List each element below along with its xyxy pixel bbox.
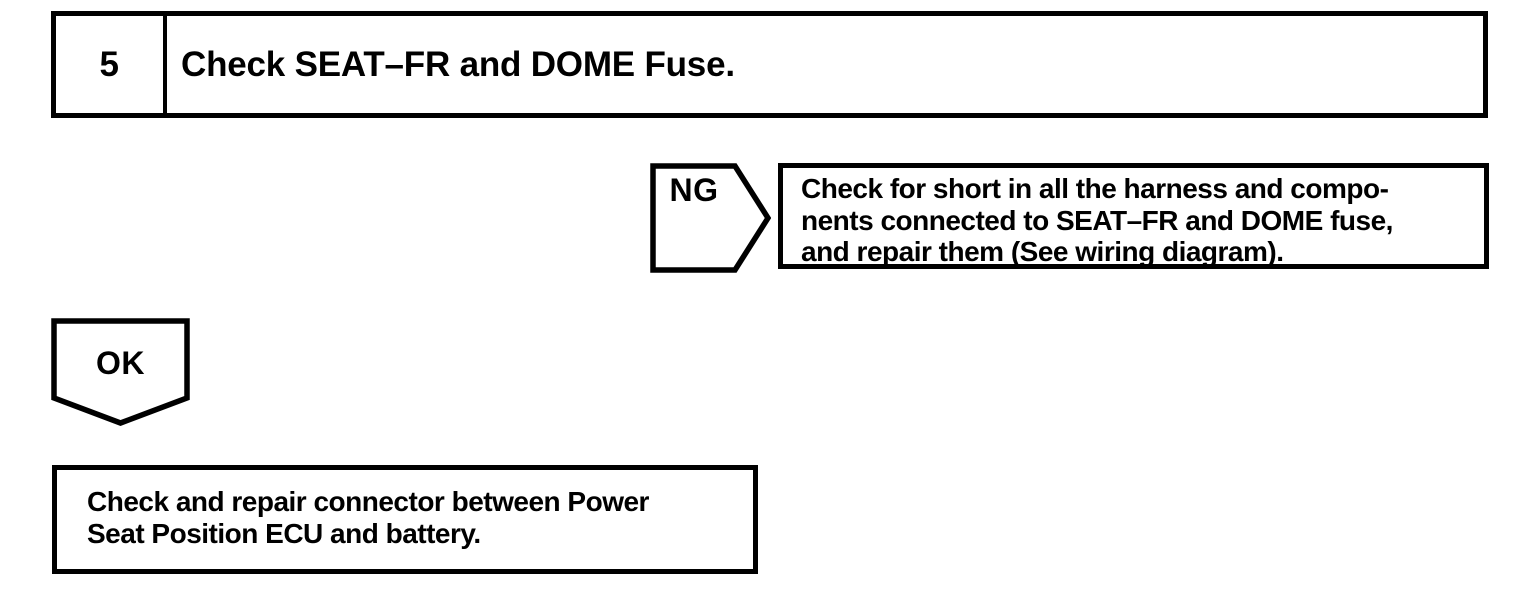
ok-pentagon-down-icon: [51, 318, 190, 426]
ng-label: NG: [669, 172, 719, 208]
ng-action-line-2: nents connected to SEAT–FR and DOME fuse…: [801, 204, 1393, 236]
ng-pentagon-right-icon: [650, 163, 771, 273]
ok-action-box: Check and repair connector between Power…: [52, 465, 758, 574]
step-header: 5 Check SEAT–FR and DOME Fuse.: [51, 11, 1488, 118]
ng-connector: NG: [650, 163, 771, 273]
ok-connector: OK: [51, 318, 190, 426]
ok-label: OK: [96, 345, 145, 381]
ng-action-line-1: Check for short in all the harness and c…: [801, 173, 1389, 204]
ok-action-line-2: Seat Position ECU and battery.: [87, 518, 481, 549]
step-title: Check SEAT–FR and DOME Fuse.: [181, 44, 735, 84]
ng-action-box: Check for short in all the harness and c…: [778, 163, 1489, 269]
ng-action-line-3: and repair them (See wiring diagram).: [801, 236, 1284, 267]
step-number: 5: [56, 16, 167, 113]
ok-action-line-1: Check and repair connector between Power: [87, 486, 649, 517]
